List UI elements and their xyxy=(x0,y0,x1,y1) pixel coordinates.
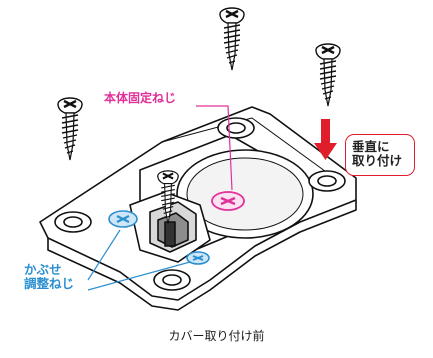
cover-screw-line-1: かぶせ xyxy=(24,262,62,277)
wood-screw-2 xyxy=(314,42,342,108)
wood-screw-3 xyxy=(56,96,84,162)
cover-screw-label: かぶせ 調整ねじ xyxy=(24,262,75,292)
cover-screw-line-2: 調整ねじ xyxy=(24,276,75,292)
main-screw-label: 本体固定ねじ xyxy=(104,91,177,105)
down-arrow-icon xyxy=(314,119,337,160)
wood-screw-1 xyxy=(218,6,246,72)
cover-adjust-screw-1 xyxy=(108,210,138,228)
hinge-plate xyxy=(39,106,357,311)
vertical-mount-line-1: 垂直に xyxy=(352,139,390,154)
diagram-caption: カバー取り付け前 xyxy=(168,329,265,343)
cover-adjust-screw-2 xyxy=(186,251,210,265)
vertical-mount-label: 垂直に 取り付け xyxy=(352,139,403,169)
leader-lines xyxy=(87,105,233,291)
main-body-screw xyxy=(211,191,245,211)
caution-callout-box xyxy=(345,134,415,176)
vertical-mount-line-2: 取り付け xyxy=(352,153,403,169)
